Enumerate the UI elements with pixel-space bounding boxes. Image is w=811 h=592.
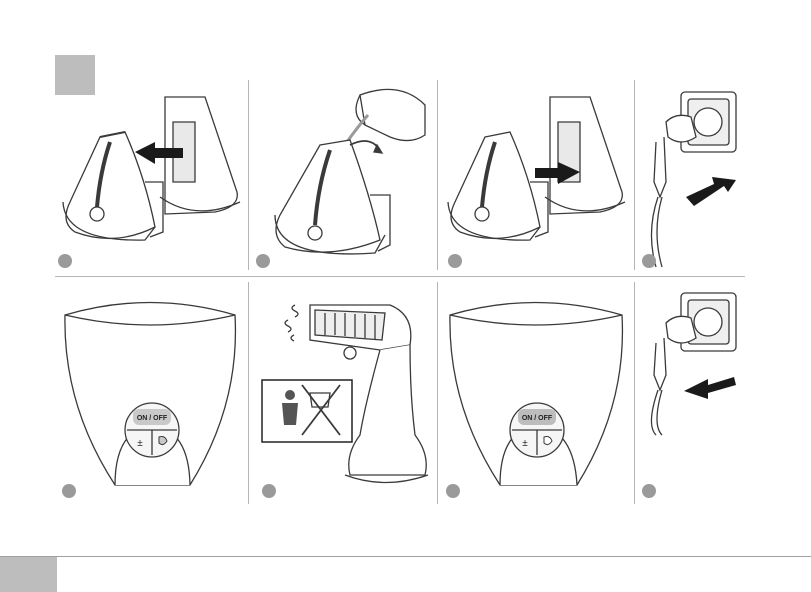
page-footer — [0, 556, 811, 592]
divider-vertical-5 — [437, 282, 438, 504]
plug-in-illustration — [636, 82, 746, 272]
steam-icon — [285, 305, 298, 341]
divider-vertical-4 — [248, 282, 249, 504]
remove-tank-illustration — [55, 82, 247, 272]
step-badge-1 — [58, 254, 72, 268]
divider-vertical-1 — [248, 80, 249, 270]
panel-switch-off: ON / OFF ± — [440, 285, 633, 500]
panel-steam-warning — [250, 285, 436, 505]
panel-unplug — [636, 285, 746, 500]
step-badge-5 — [62, 484, 76, 498]
panel-pour-water — [250, 75, 436, 270]
panel-plug-in — [636, 82, 746, 272]
divider-vertical-3 — [634, 80, 635, 270]
plusminus-label: ± — [137, 438, 143, 449]
insert-tank-illustration — [440, 82, 633, 272]
plusminus-label-2: ± — [522, 438, 528, 449]
step-badge-6 — [262, 484, 276, 498]
footer-tab — [0, 557, 57, 592]
onoff-label: ON / OFF — [137, 415, 168, 422]
step-badge-4 — [642, 254, 656, 268]
switch-off-illustration: ON / OFF ± — [440, 285, 633, 500]
step-badge-2 — [256, 254, 270, 268]
step-badge-8 — [642, 484, 656, 498]
panel-remove-tank — [55, 82, 247, 272]
divider-horizontal — [55, 276, 745, 277]
panel-insert-tank — [440, 82, 633, 272]
divider-vertical-6 — [634, 282, 635, 504]
switch-on-illustration: ON / OFF ± — [55, 285, 247, 500]
arrow-plug-in-icon — [686, 177, 736, 206]
arrow-unplug-icon — [684, 377, 736, 399]
divider-vertical-2 — [437, 80, 438, 270]
step-badge-7 — [446, 484, 460, 498]
step-badge-3 — [448, 254, 462, 268]
panel-switch-on: ON / OFF ± — [55, 285, 247, 500]
onoff-label-2: ON / OFF — [522, 415, 553, 422]
unplug-illustration — [636, 285, 746, 500]
pour-water-illustration — [250, 75, 436, 270]
steam-warning-illustration — [250, 285, 436, 505]
